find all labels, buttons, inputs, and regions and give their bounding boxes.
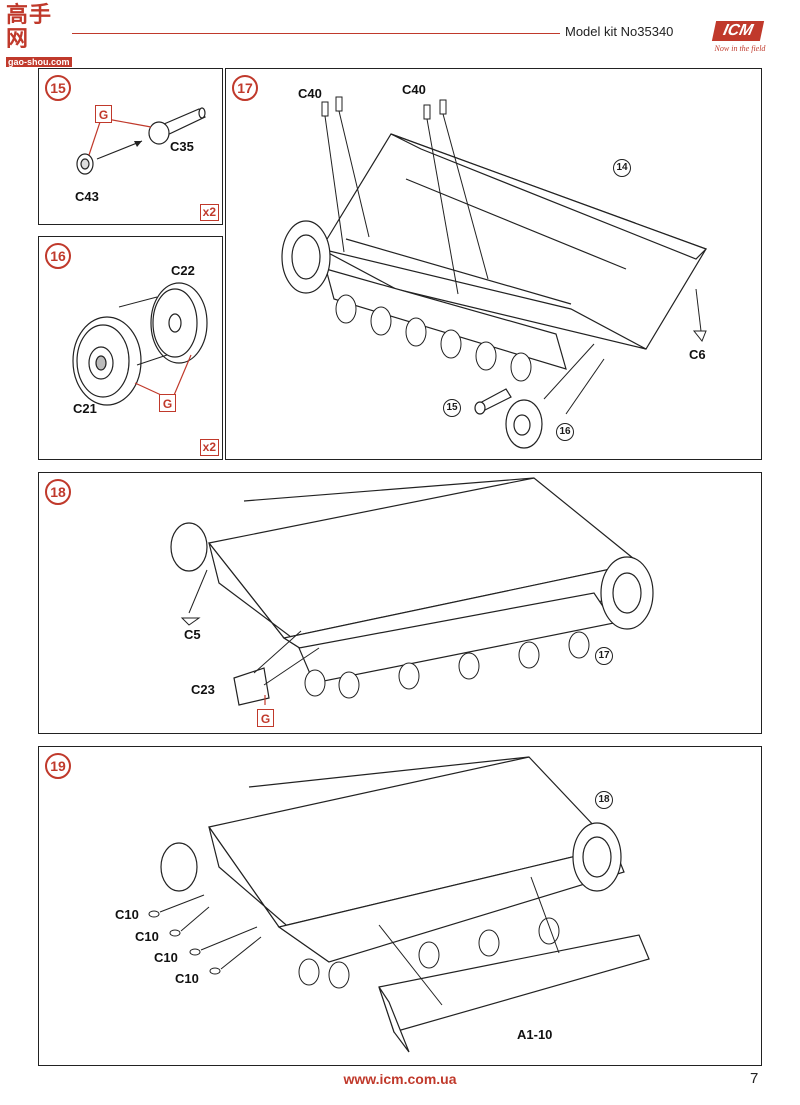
step-17-ref-16: 16: [556, 423, 574, 441]
step-16-drawing: [72, 282, 208, 406]
step-18-label-c23: C23: [191, 682, 215, 697]
hull-outline: [320, 133, 708, 370]
step-19-number: 19: [45, 753, 71, 779]
road-wheels: [298, 917, 560, 989]
icm-logo-mark: ICM: [711, 21, 765, 41]
c40-guide-lines: [324, 110, 489, 295]
step-19-label-a1-10: A1-10: [517, 1027, 553, 1042]
step-17-label-c6: C6: [689, 347, 706, 362]
step-15-glue-marker: G: [95, 105, 112, 123]
step-19-ref-18: 18: [595, 791, 613, 809]
step-17-number: 17: [232, 75, 258, 101]
wheel-c16-shape: [505, 399, 543, 449]
step-17-label-c40a: C40: [298, 86, 322, 101]
step-18-ref-17: 17: [595, 647, 613, 665]
sprocket-wheel: [572, 822, 622, 892]
part-c35-shape: [148, 107, 206, 145]
step-17-label-c40b: C40: [402, 82, 426, 97]
step-15-number: 15: [45, 75, 71, 101]
step-16-label-c22: C22: [171, 263, 195, 278]
footer-url: www.icm.com.ua: [343, 1071, 457, 1087]
sprocket-wheel: [281, 220, 331, 294]
header-rule: [72, 33, 560, 34]
sprocket-wheel: [600, 556, 654, 630]
step-19-label-c10a: C10: [115, 907, 139, 922]
part-c10-pieces: [148, 910, 221, 975]
step-18-panel: 18 C5 C23: [38, 472, 762, 734]
page-number: 7: [750, 1070, 759, 1087]
icm-logo: ICM Now in the field: [700, 18, 780, 58]
step-18-drawing: [170, 477, 654, 706]
step-19-panel: 19: [38, 746, 762, 1066]
step-16-multiplier: x2: [199, 439, 219, 456]
step-17-ref-14: 14: [613, 159, 631, 177]
kit-title: Model kit No35340: [565, 24, 674, 39]
step-19-label-c10c: C10: [154, 950, 178, 965]
step-16-label-c21: C21: [73, 401, 97, 416]
hull-outline: [207, 756, 625, 963]
step-18-label-c5: C5: [184, 627, 201, 642]
part-c43-shape: [76, 153, 94, 175]
step-15-label-c35: C35: [170, 139, 194, 154]
hull-outline: [207, 477, 650, 684]
idler-wheel: [160, 842, 198, 892]
step-17-drawing: [281, 96, 708, 449]
step-18-number: 18: [45, 479, 71, 505]
hub-c15-shape: [474, 388, 512, 415]
assembly-arrow: [96, 140, 143, 160]
step-15-drawing: [76, 107, 206, 175]
part-c23-shape: [233, 667, 270, 706]
step-15-label-c43: C43: [75, 189, 99, 204]
part-c21-shape: [72, 316, 142, 406]
step-15-panel: 15 G C35 C43 x2: [38, 68, 223, 225]
watermark-logo: 高手网 gao-shou.com: [6, 4, 72, 70]
step-17-panel: 17: [225, 68, 762, 460]
icm-logo-tagline: Now in the field: [714, 44, 766, 53]
road-wheels: [335, 294, 532, 382]
step-19-label-c10b: C10: [135, 929, 159, 944]
step-18-glue-marker: G: [257, 709, 274, 727]
road-wheels: [304, 631, 590, 699]
idler-wheel: [170, 522, 208, 572]
step-16-panel: 16 C22 C21 G x2: [38, 236, 223, 460]
step-17-ref-15: 15: [443, 399, 461, 417]
step-16-glue-marker: G: [159, 394, 176, 412]
watermark-url: gao-shou.com: [6, 57, 72, 67]
watermark-text: 高手网: [6, 3, 53, 52]
step-16-number: 16: [45, 243, 71, 269]
step-19-label-c10d: C10: [175, 971, 199, 986]
part-c22-shape: [150, 282, 208, 364]
step-19-drawing: [148, 756, 650, 1053]
part-a1-10-shape: [378, 934, 650, 1053]
step-15-multiplier: x2: [199, 204, 219, 221]
c10-guide-lines: [159, 894, 262, 970]
